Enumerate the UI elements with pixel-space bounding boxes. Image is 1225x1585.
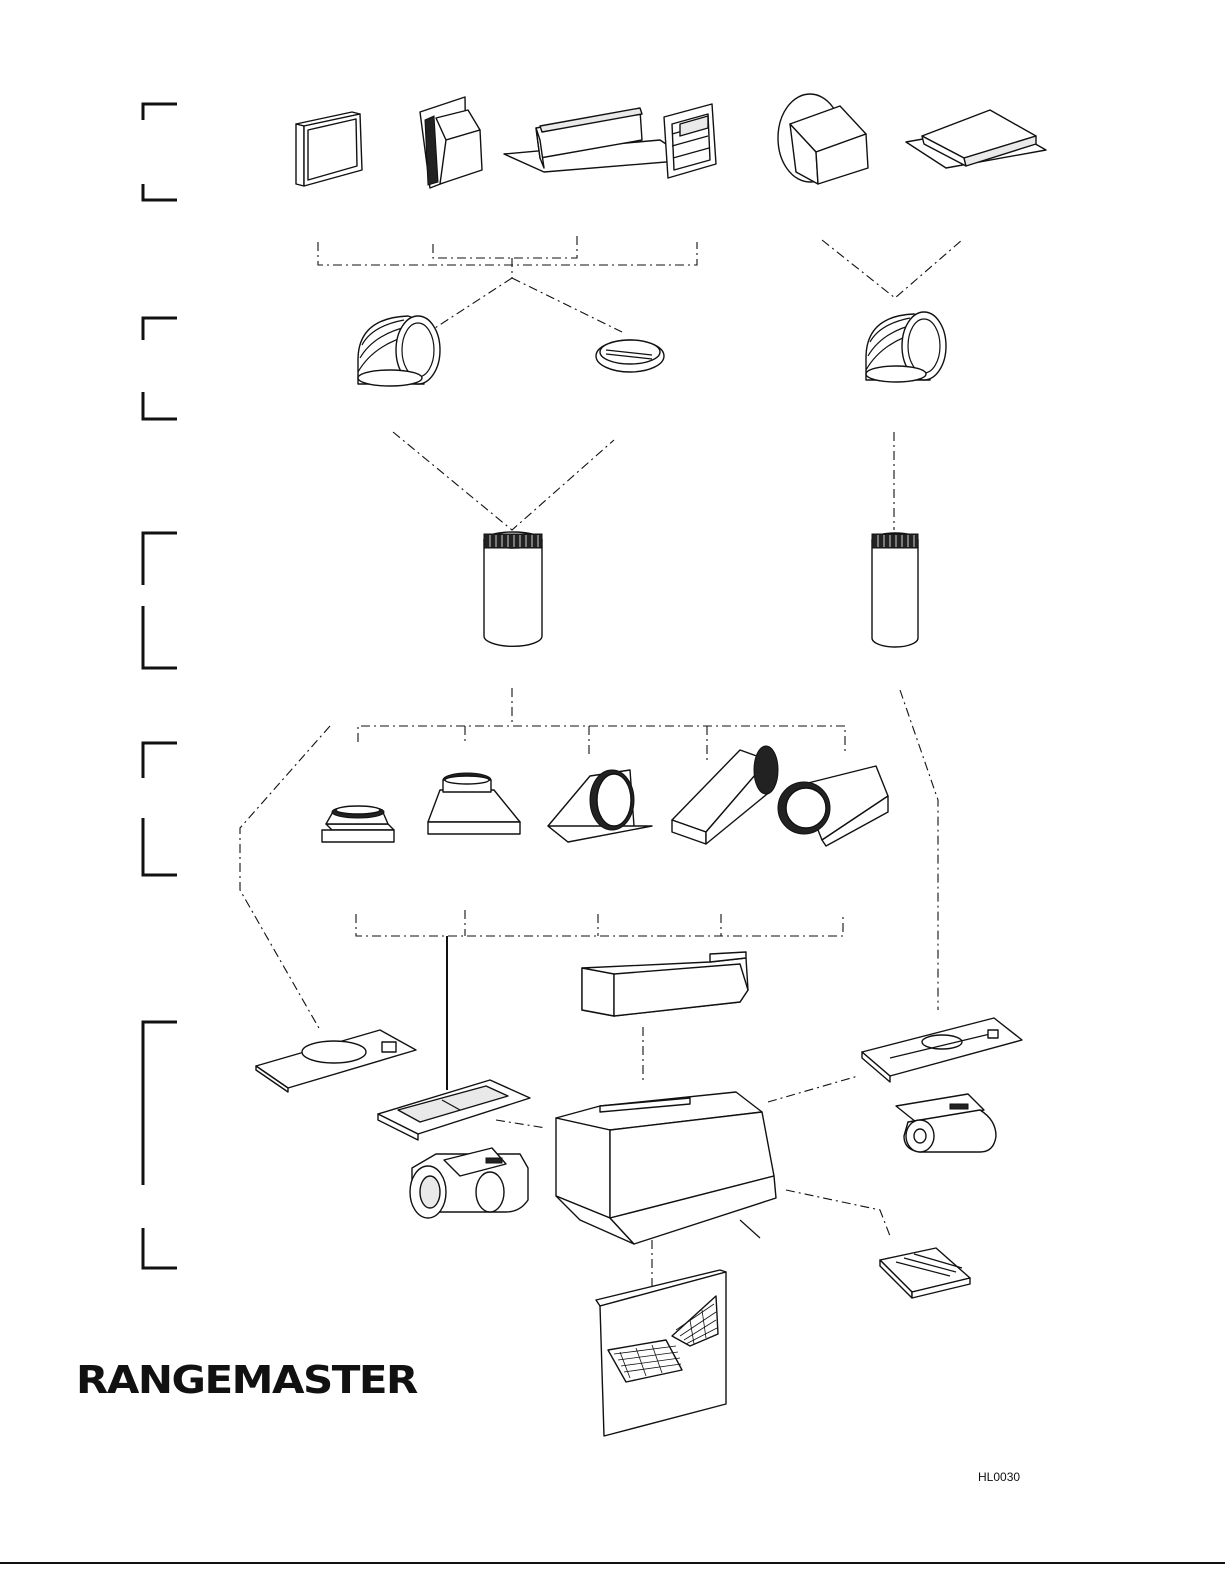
rectangular-to-round-transition — [428, 773, 520, 834]
bottom-rule — [0, 1562, 1225, 1564]
bracket-wall-caps — [143, 104, 177, 200]
long-tapered-transition — [672, 746, 778, 844]
round-duct-right — [872, 533, 918, 647]
hooded-wall-cap — [420, 97, 482, 188]
transition-row — [322, 746, 888, 846]
bracket-hood-top — [143, 1022, 177, 1185]
duct-cover — [582, 952, 748, 1016]
adjustable-elbow-right — [866, 312, 946, 382]
bracket-elbows — [143, 318, 177, 419]
section-brackets — [143, 104, 177, 1268]
adjustable-elbow-left — [358, 316, 440, 386]
duct-row — [484, 532, 918, 647]
grease-filter — [880, 1248, 970, 1298]
damper-plate-right — [862, 1018, 1022, 1082]
bracket-hood-bottom — [143, 1228, 177, 1268]
damper-disc — [596, 340, 664, 372]
round-duct-left — [484, 532, 542, 646]
single-blower — [896, 1094, 996, 1152]
baffle-filter-panel — [596, 1270, 726, 1436]
range-hood-body — [556, 1092, 776, 1244]
square-wall-cap — [296, 112, 362, 186]
damper-plate-left — [256, 1030, 416, 1092]
roof-cap — [906, 110, 1046, 168]
louvered-wall-cap — [664, 104, 716, 178]
round-hooded-wall-cap — [778, 94, 868, 184]
bracket-transitions — [143, 743, 177, 875]
low-profile-wall-cap — [504, 108, 690, 172]
tapered-round-transition — [778, 766, 888, 846]
filter-plate — [378, 1080, 530, 1140]
connectors-elbows-to-ducts — [393, 432, 894, 530]
side-round-transition — [548, 770, 652, 842]
elbow-row — [358, 312, 946, 386]
document-code: HL0030 — [978, 1470, 1020, 1484]
wall-caps-row — [296, 94, 1046, 188]
twin-blower — [410, 1148, 528, 1218]
bracket-ducts — [143, 533, 177, 668]
small-round-transition — [322, 806, 394, 842]
brand-logo: RANGEMASTER — [76, 1357, 417, 1402]
